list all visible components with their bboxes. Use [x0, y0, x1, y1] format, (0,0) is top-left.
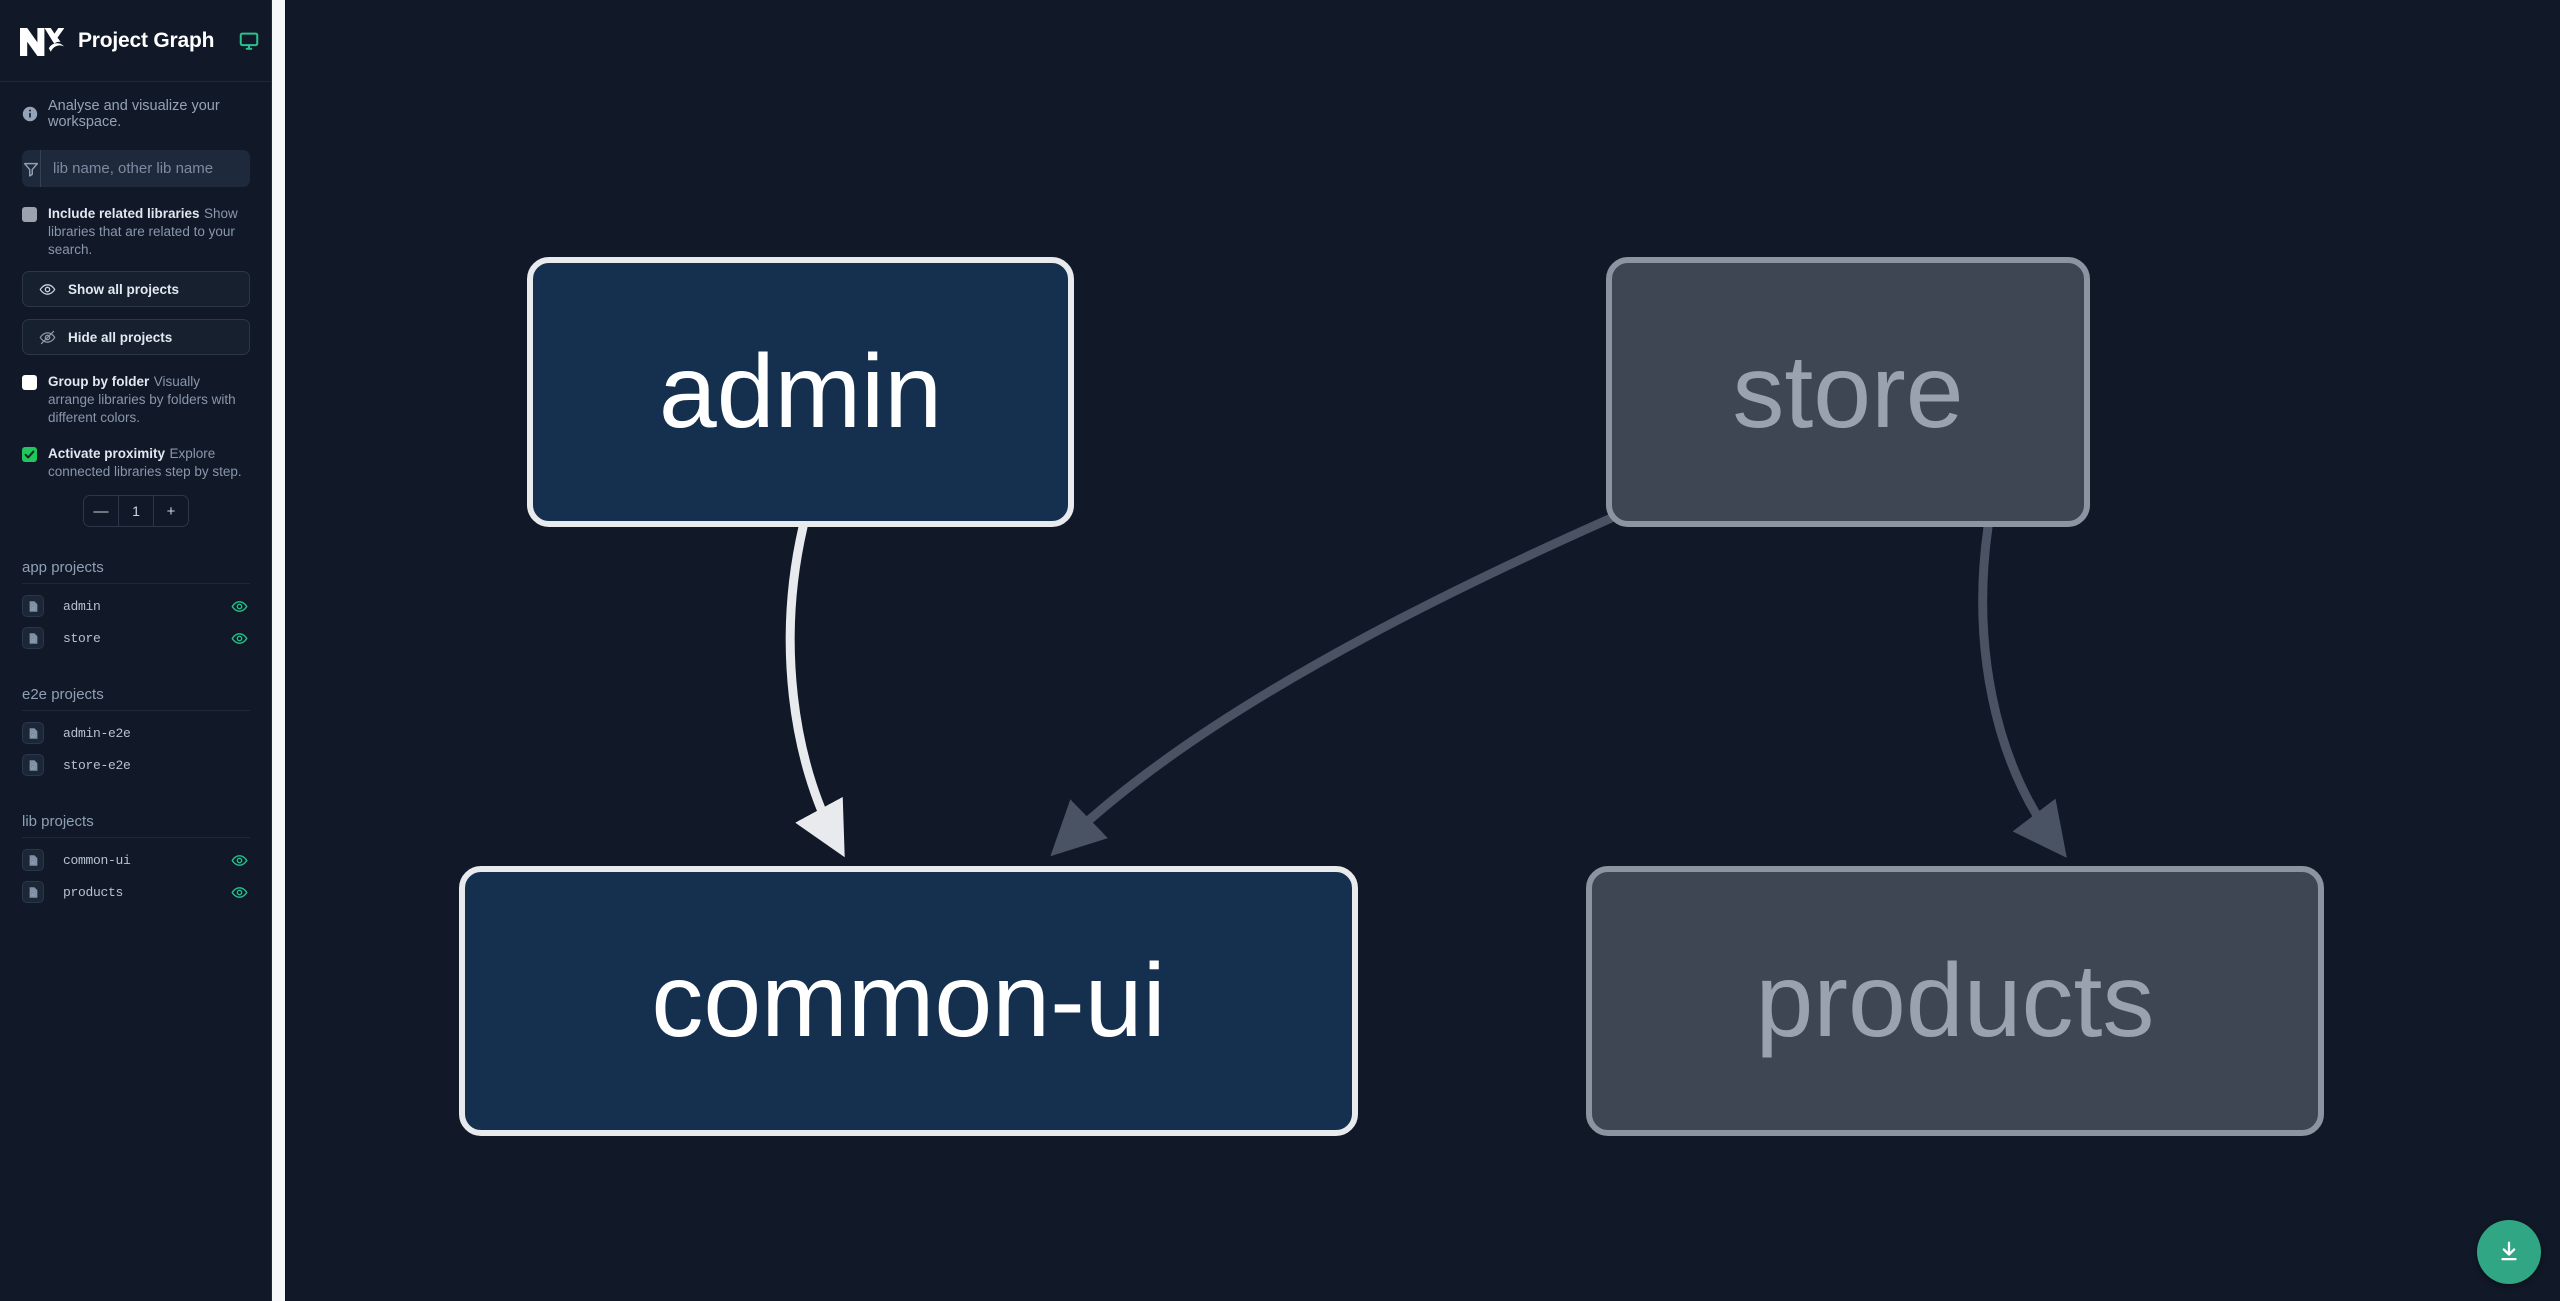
sidebar: Project Graph Analy [0, 0, 272, 1301]
option-label: Activate proximity [48, 446, 166, 461]
project-name: products [63, 884, 124, 900]
sidebar-body: Include related libraries Show libraries… [0, 150, 271, 908]
info-icon [22, 106, 38, 122]
tagline: Analyse and visualize your workspace. [0, 82, 271, 144]
tagline-text: Analyse and visualize your workspace. [48, 98, 220, 130]
project-visibility-eye-icon[interactable] [231, 884, 248, 901]
project-list-item-common-ui[interactable]: common-ui [22, 844, 250, 876]
project-group-title: e2e projects [22, 686, 250, 711]
graph-node-label: products [1755, 942, 2155, 1059]
project-name: store-e2e [63, 757, 131, 773]
project-list-item-admin-e2e[interactable]: admin-e2e [22, 717, 250, 749]
option-include-related-libraries[interactable]: Include related libraries Show libraries… [22, 205, 250, 259]
show-all-projects-button[interactable]: Show all projects [22, 271, 250, 307]
project-name: admin [63, 598, 101, 614]
sidebar-header: Project Graph [0, 0, 271, 82]
project-name: store [63, 630, 101, 646]
project-file-icon [22, 754, 44, 776]
graph-node-common-ui[interactable]: common-ui [459, 866, 1358, 1136]
project-group-title: app projects [22, 559, 250, 584]
project-graph-canvas[interactable]: admin store common-ui products [272, 0, 2560, 1301]
graph-node-label: store [1732, 333, 1964, 450]
option-description: Explore connected libraries step by step… [48, 446, 242, 479]
graph-node-label: common-ui [651, 942, 1166, 1059]
search-input[interactable] [41, 150, 250, 187]
project-visibility-eye-icon[interactable] [231, 852, 248, 869]
stepper-divider [118, 496, 119, 526]
eye-icon [39, 283, 56, 295]
sidebar-scroll-area[interactable]: Project Graph Analy [0, 0, 271, 1301]
edge-store-to-common-ui [1050, 469, 1717, 857]
hide-all-projects-label: Hide all projects [68, 329, 173, 345]
proximity-stepper[interactable]: — 1 + [83, 495, 189, 527]
project-group-title: lib projects [22, 813, 250, 838]
project-file-icon [22, 627, 44, 649]
hide-all-projects-button[interactable]: Hide all projects [22, 319, 250, 355]
project-group-e2e-projects: e2e projects admin-e2e [22, 686, 250, 781]
page-title: Project Graph [78, 28, 215, 52]
project-file-icon [22, 595, 44, 617]
project-list-item-admin[interactable]: admin [22, 590, 250, 622]
option-description: Show libraries that are related to your … [48, 206, 238, 257]
option-label: Group by folder [48, 374, 150, 389]
project-name: admin-e2e [63, 725, 131, 741]
project-list-item-store[interactable]: store [22, 622, 250, 654]
project-file-icon [22, 881, 44, 903]
checkbox-include-related-libraries[interactable] [22, 207, 37, 222]
show-all-projects-label: Show all projects [68, 281, 180, 297]
graph-node-store[interactable]: store [1606, 257, 2090, 527]
checkbox-activate-proximity[interactable] [22, 447, 37, 462]
monitor-icon[interactable] [238, 30, 260, 52]
project-file-icon [22, 722, 44, 744]
option-label: Include related libraries [48, 206, 200, 221]
project-list-item-store-e2e[interactable]: store-e2e [22, 749, 250, 781]
sidebar-scrollbar[interactable] [272, 0, 286, 1301]
funnel-icon [22, 150, 41, 187]
graph-node-products[interactable]: products [1586, 866, 2324, 1136]
graph-node-label: admin [658, 333, 943, 450]
eye-off-icon [39, 330, 56, 344]
project-group-app-projects: app projects admin [22, 559, 250, 654]
option-description: Visually arrange libraries by folders wi… [48, 374, 236, 425]
project-file-icon [22, 849, 44, 871]
search-field[interactable] [22, 150, 250, 187]
proximity-decrement-button[interactable]: — [84, 496, 118, 526]
checkbox-group-by-folder[interactable] [22, 375, 37, 390]
proximity-increment-button[interactable]: + [154, 496, 188, 526]
graph-node-admin[interactable]: admin [527, 257, 1074, 527]
project-visibility-eye-icon[interactable] [231, 598, 248, 615]
project-list-item-products[interactable]: products [22, 876, 250, 908]
stepper-divider [153, 496, 154, 526]
download-icon [2501, 1241, 2517, 1261]
option-activate-proximity[interactable]: Activate proximity Explore connected lib… [22, 445, 250, 481]
option-group-by-folder[interactable]: Group by folder Visually arrange librari… [22, 373, 250, 427]
proximity-value: 1 [132, 503, 140, 519]
nx-logo-icon [18, 24, 65, 58]
edge-admin-to-common-ui [785, 522, 845, 858]
project-name: common-ui [63, 852, 131, 868]
check-icon [24, 450, 35, 459]
edge-store-to-products [1978, 522, 2067, 858]
project-group-lib-projects: lib projects common-ui [22, 813, 250, 908]
download-graph-button[interactable] [2477, 1220, 2541, 1284]
project-visibility-eye-icon[interactable] [231, 630, 248, 647]
